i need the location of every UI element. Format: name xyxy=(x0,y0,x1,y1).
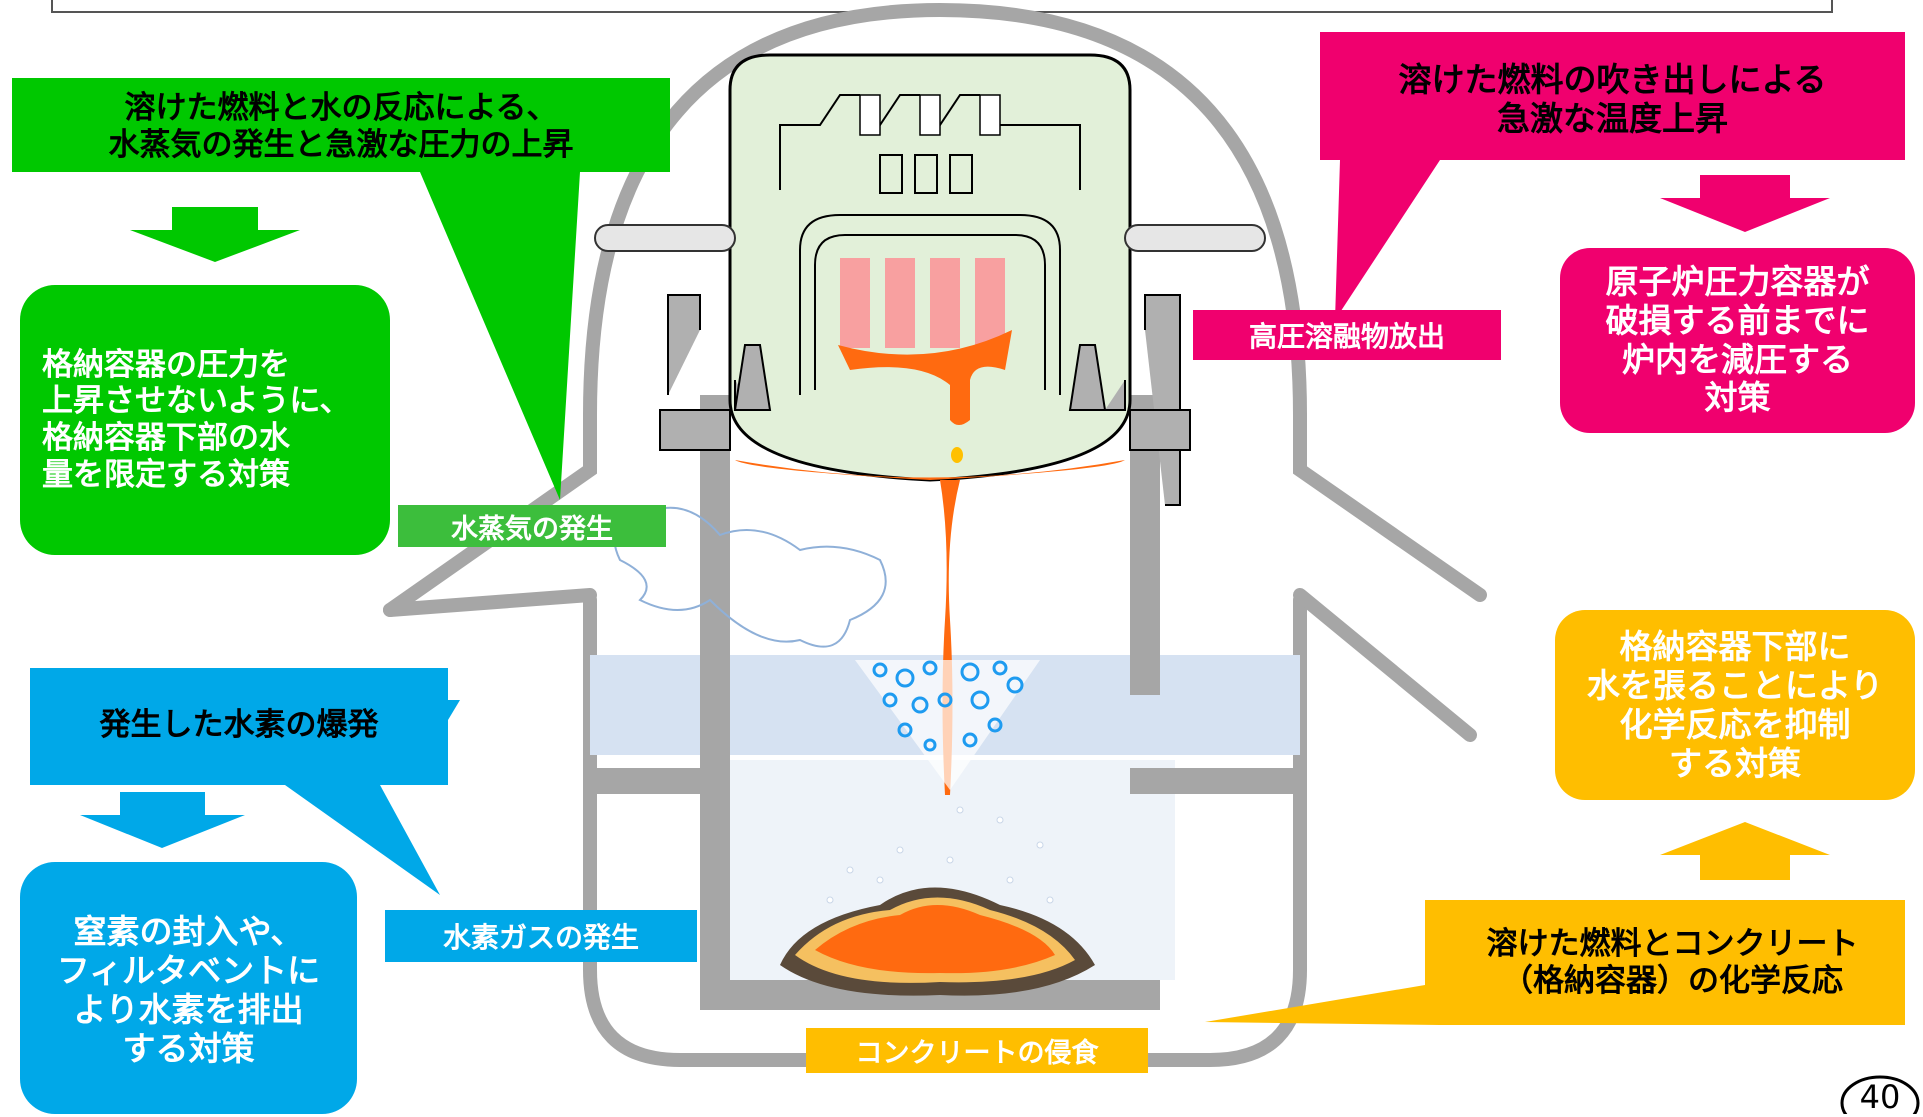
erosion-label-bar xyxy=(806,1028,1148,1073)
corium-pool xyxy=(780,887,1095,996)
concrete-reaction-callout: 溶けた燃料とコンクリート （格納容器）の化学反応 xyxy=(1486,926,1859,999)
debris-drops xyxy=(826,806,1054,904)
green-arrow xyxy=(130,207,300,262)
yellow-arrow xyxy=(1660,822,1830,880)
steam-separators xyxy=(859,94,1001,136)
cyan-box xyxy=(20,862,357,1114)
yellow-callout-shape xyxy=(1205,900,1905,1025)
steam-cloud xyxy=(613,506,887,648)
high-pressure-ejection-label: 高圧溶融物放出 xyxy=(1248,320,1445,353)
steam-label-bar xyxy=(398,505,666,547)
recirculation-pumps xyxy=(659,294,1191,506)
high-pressure-label-bar xyxy=(1193,310,1501,360)
magenta-arrow xyxy=(1660,175,1830,232)
main-steam-pipe xyxy=(594,224,736,252)
green-box xyxy=(20,285,390,555)
concrete-erosion-label: コンクリートの侵食 xyxy=(855,1038,1099,1069)
cyan-callout-shape xyxy=(30,668,460,895)
melt-ejection-callout: 溶けた燃料の吹き出しによる 急激な温度上昇 xyxy=(1398,60,1827,138)
magenta-callout-shape xyxy=(1320,32,1905,320)
feedwater-pipe xyxy=(1124,224,1266,252)
hydrogen-generation-label: 水素ガスの発生 xyxy=(442,921,639,954)
water-pool-countermeasure: 格納容器下部に 水を張ることにより 化学反応を抑制 する対策 xyxy=(1586,627,1884,783)
bubble-cone xyxy=(855,660,1040,790)
hydrogen-explosion-callout: 発生した水素の爆発 xyxy=(99,706,379,743)
hydrogen-venting-countermeasure: 窒素の封入や、 フィルタベントに より水素を排出 する対策 xyxy=(56,912,321,1068)
limit-water-countermeasure: 格納容器の圧力を 上昇させないように、 格納容器下部の水 量を限定する対策 xyxy=(42,346,351,493)
depressurize-countermeasure: 原子炉圧力容器が 破損する前までに 炉内を減圧する 対策 xyxy=(1605,261,1870,418)
steam-reaction-callout: 溶けた燃料と水の反応による、 水蒸気の発生と急激な圧力の上昇 xyxy=(108,90,574,163)
cyan-arrow xyxy=(80,792,245,848)
reactor-core xyxy=(838,258,1012,463)
page-number: 40 xyxy=(1859,1078,1901,1117)
steam-generation-label: 水蒸気の発生 xyxy=(451,513,613,545)
bubbles xyxy=(872,660,1024,752)
hydrogen-label-bar xyxy=(385,910,697,962)
green-callout-shape xyxy=(12,78,670,500)
magenta-box xyxy=(1560,248,1915,433)
yellow-box xyxy=(1555,610,1915,800)
page-number-badge xyxy=(1840,1075,1920,1114)
